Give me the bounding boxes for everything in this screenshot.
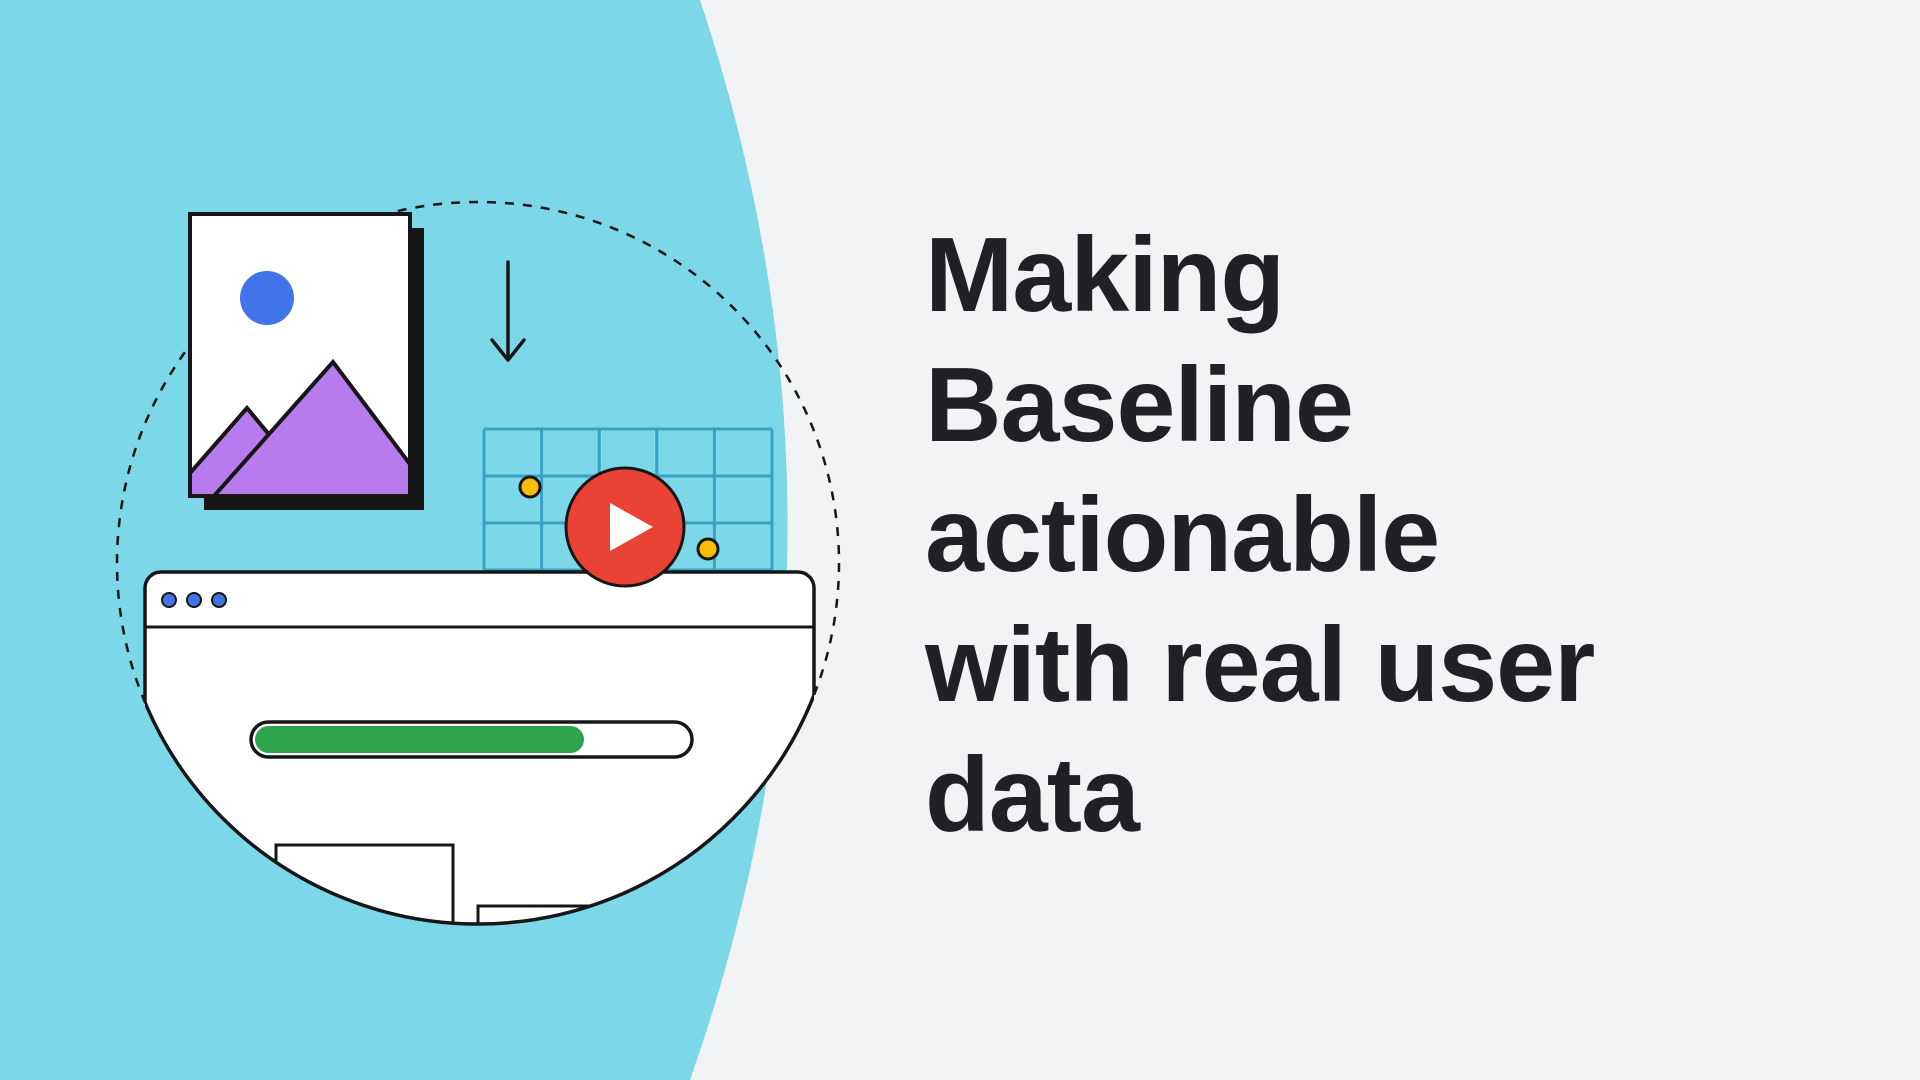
image-placeholder-icon: [188, 212, 424, 510]
play-button-icon: [564, 466, 686, 588]
title-line-1: Making: [925, 216, 1285, 334]
title-line-4: with real user: [925, 606, 1595, 724]
grid-node-dot-left: [518, 475, 542, 499]
title-line-2: Baseline: [925, 346, 1354, 464]
grid-node-dot-right: [696, 537, 720, 561]
browser-bottom-arc: [145, 689, 814, 926]
card-frame: [188, 212, 412, 498]
browser-window-graphic: [143, 570, 816, 924]
title-line-5: data: [925, 736, 1140, 854]
progress-fill: [255, 726, 584, 753]
sun-dot-icon: [240, 271, 294, 325]
page-title: Making Baseline actionable with real use…: [925, 210, 1785, 860]
progress-bar: [249, 720, 694, 759]
title-line-3: actionable: [925, 476, 1440, 594]
window-control-dots-icon: [161, 592, 227, 608]
download-arrow-icon: [490, 260, 526, 362]
play-triangle: [610, 503, 653, 551]
mountain-large-icon: [211, 358, 410, 496]
